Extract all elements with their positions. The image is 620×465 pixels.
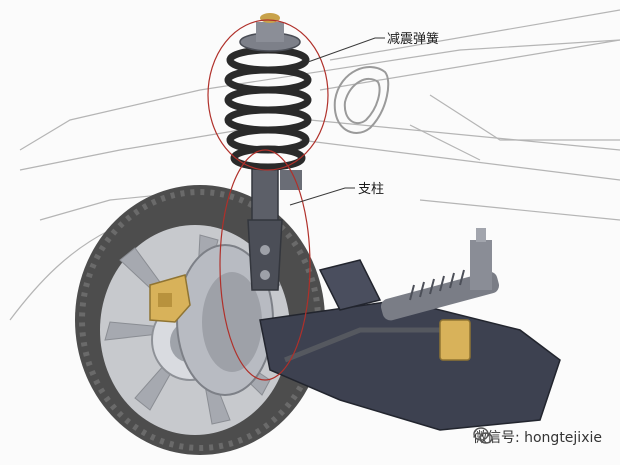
- strut-label: 支柱: [358, 182, 385, 197]
- leader-lines: [289, 37, 385, 206]
- watermark-text: 微信号: hongtejixie: [472, 430, 602, 446]
- bushing: [439, 319, 471, 361]
- steering-rack: [380, 228, 500, 321]
- brake-caliper: [149, 274, 191, 323]
- top-mount: [239, 13, 301, 52]
- callout-circles: [207, 19, 329, 381]
- wechat-icon: [473, 427, 493, 444]
- car-body-outline: [9, 9, 620, 321]
- strut-body: [247, 164, 302, 291]
- side-mirror: [333, 66, 390, 134]
- coil-spring: [224, 46, 312, 171]
- spring-label: 减震弹簧: [387, 32, 440, 47]
- tie-rod: [284, 327, 440, 363]
- watermark: 微信号: hongtejixie: [473, 427, 602, 447]
- control-arm: [259, 259, 561, 431]
